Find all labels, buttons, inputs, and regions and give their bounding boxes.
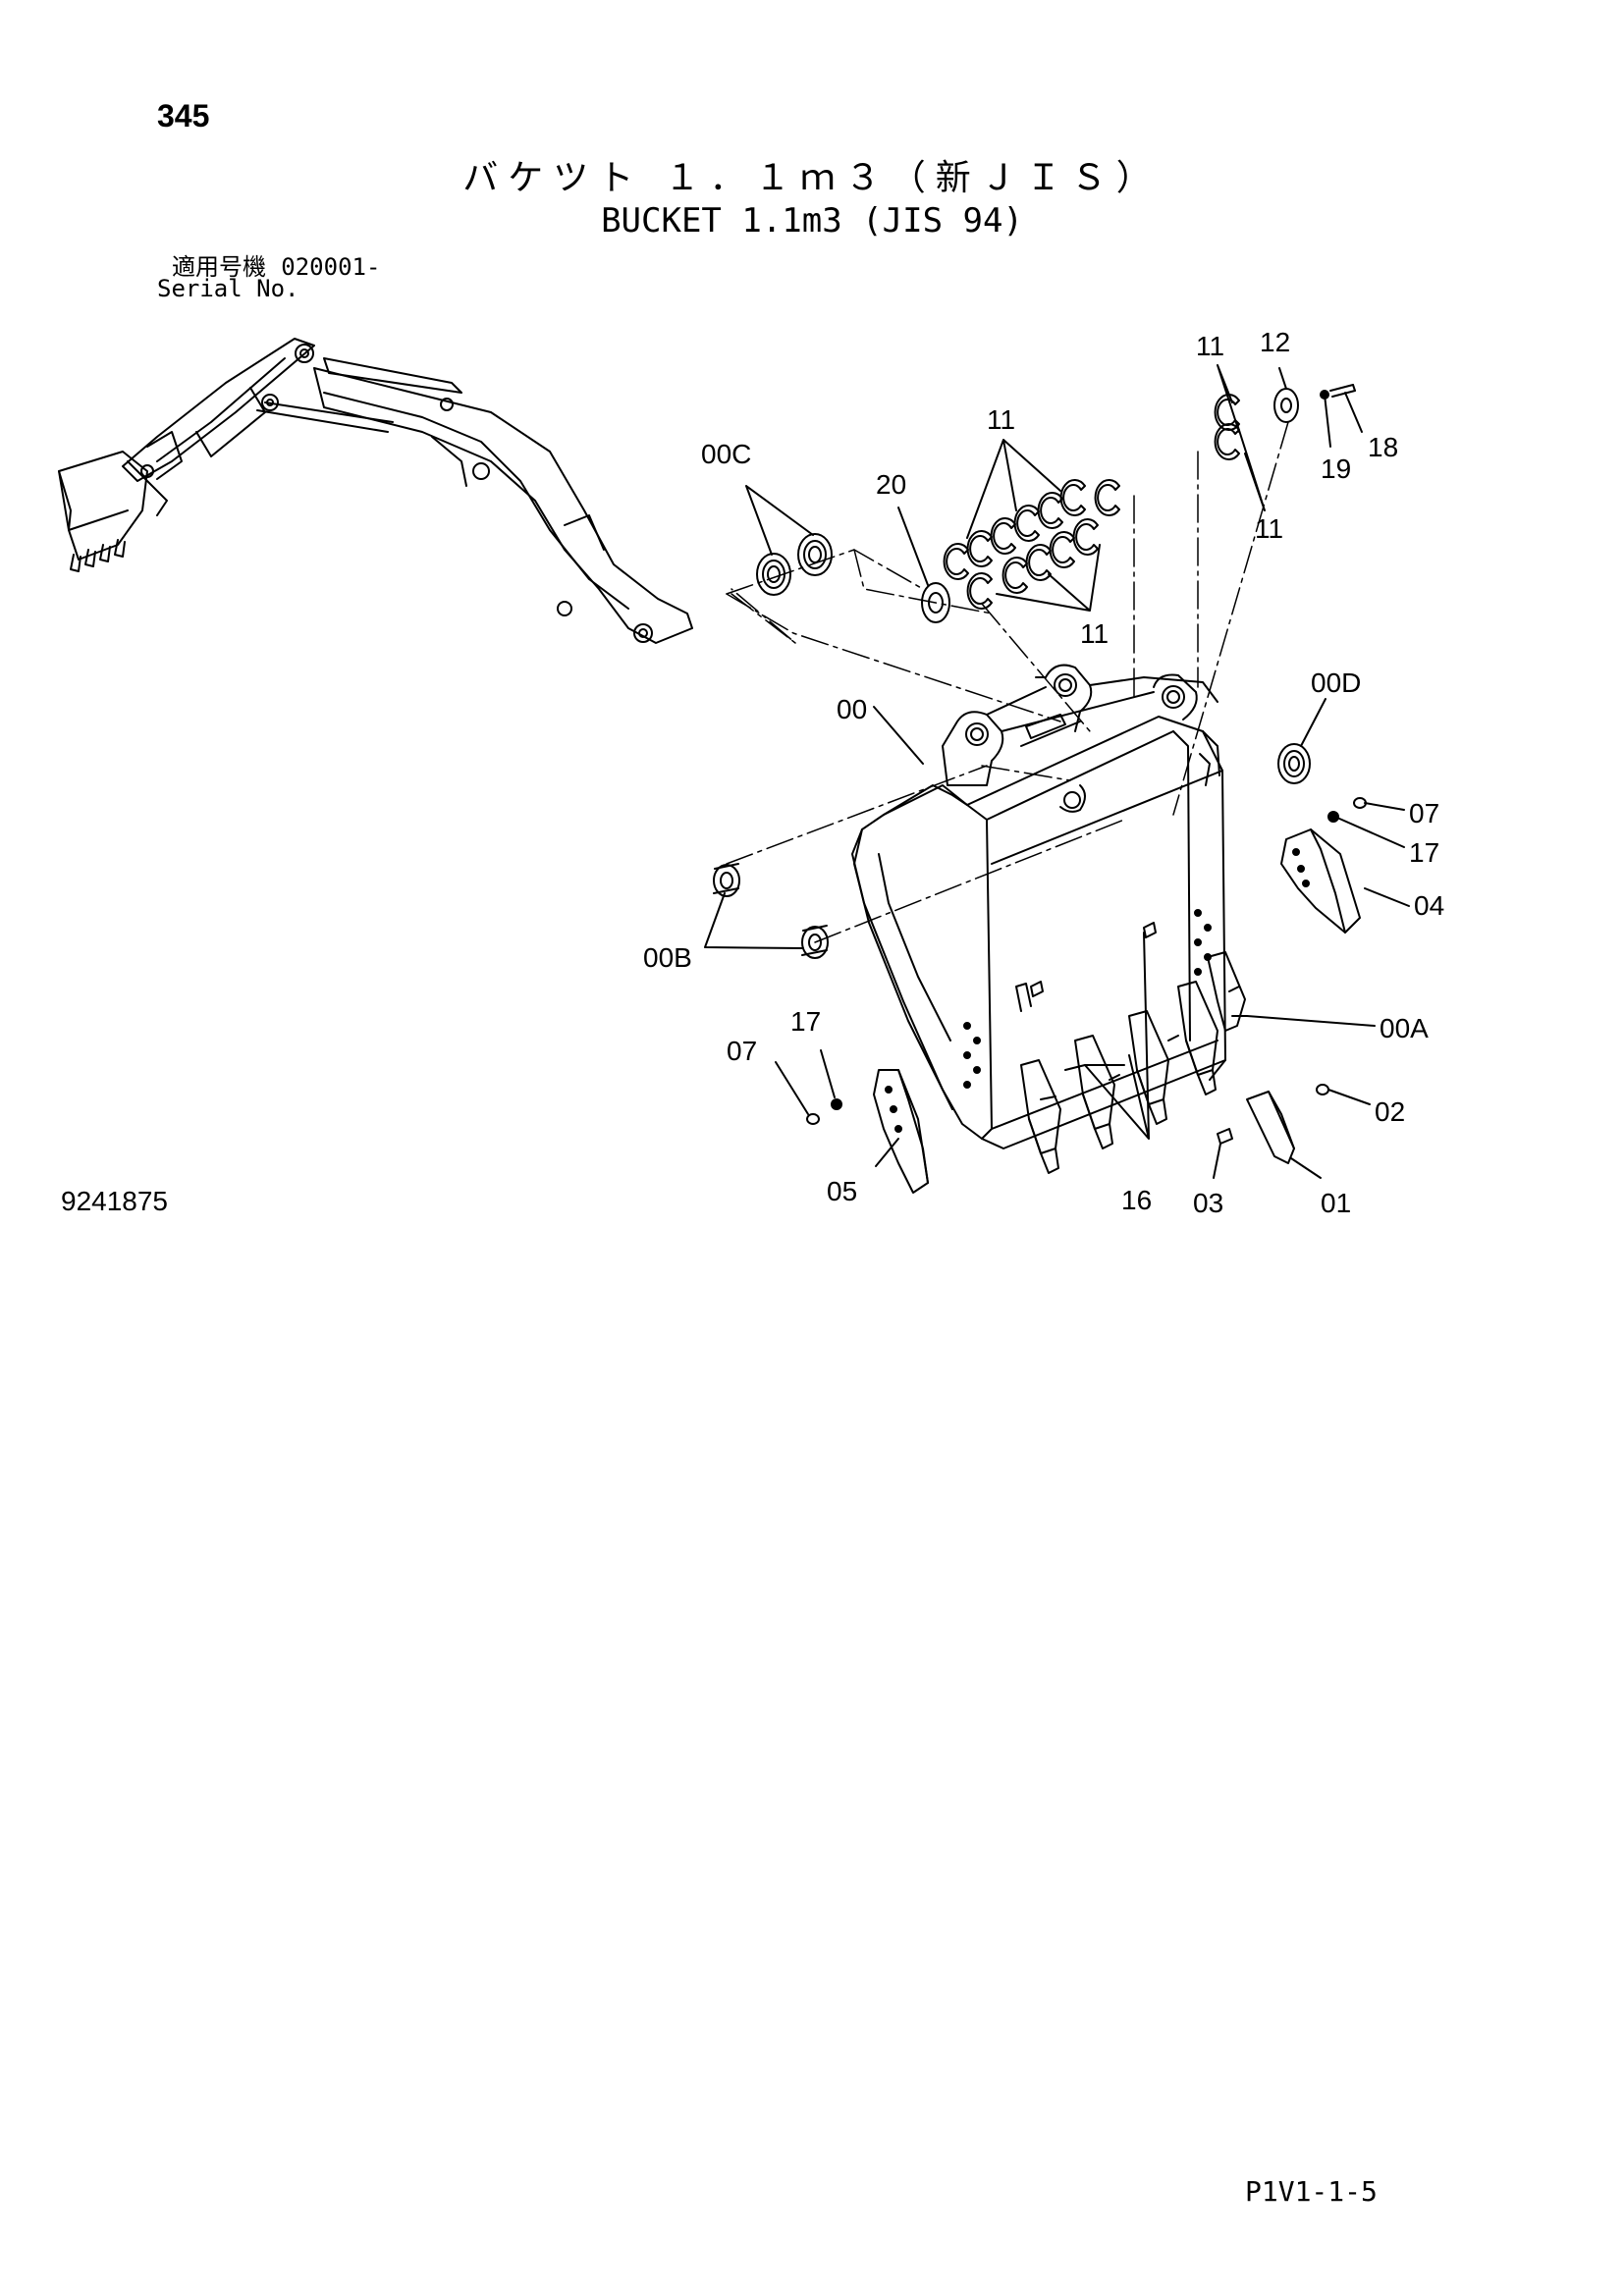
callout-18: 18 <box>1368 432 1398 462</box>
serial-label-english: Serial No. <box>157 275 299 302</box>
tooth-01-assembly <box>1213 1015 1376 1179</box>
drawing-number: 9241875 <box>61 1186 169 1216</box>
bucket-body <box>851 664 1246 1174</box>
callout-20: 20 <box>876 469 906 500</box>
callout-00d: 00D <box>1311 667 1361 698</box>
bushings-00b <box>704 863 829 959</box>
side-protector-05 <box>775 1049 929 1194</box>
page-number: 345 <box>157 98 210 133</box>
bushing-00d <box>1277 698 1326 784</box>
serial-label-jp-text: 適用号機 <box>172 253 266 281</box>
shim-washer-bolt-group <box>1214 364 1363 511</box>
callout-02: 02 <box>1375 1096 1405 1127</box>
callout-03: 03 <box>1193 1188 1223 1218</box>
callout-17-right: 17 <box>1409 837 1439 868</box>
bushing-seal-group <box>745 485 950 623</box>
callout-16: 16 <box>1121 1185 1152 1215</box>
callout-07-left: 07 <box>727 1036 757 1066</box>
callout-19: 19 <box>1321 454 1351 484</box>
callout-11-shims-bottom: 11 <box>1255 513 1283 544</box>
callout-leaders <box>873 706 1150 1140</box>
callout-11-middle-bottom: 11 <box>1080 618 1109 649</box>
page-code: P1V1-1-5 <box>1245 2175 1378 2208</box>
shim-stack-group <box>943 439 1120 612</box>
callout-11-shims-top: 11 <box>1196 331 1224 361</box>
callout-00: 00 <box>837 694 867 724</box>
serial-range: 020001- <box>281 253 381 281</box>
side-protector-04 <box>1280 797 1410 934</box>
callout-12: 12 <box>1260 327 1290 357</box>
title-english: BUCKET 1.1m3 (JIS 94) <box>601 201 1023 240</box>
serial-label-japanese: 適用号機 020001- <box>172 247 380 282</box>
title-japanese: バケツト １．１ｍ３（新ＪＩＳ） <box>462 158 1162 198</box>
callout-00a: 00A <box>1380 1013 1429 1043</box>
assembly-center-lines <box>726 421 1289 943</box>
callout-00c: 00C <box>701 439 751 469</box>
callout-11-middle-top: 11 <box>987 404 1015 435</box>
excavator-arm-thumbnail <box>58 338 693 644</box>
callout-17-left: 17 <box>790 1006 821 1037</box>
callout-00b: 00B <box>643 942 692 973</box>
callout-04: 04 <box>1414 890 1444 921</box>
callout-07-right: 07 <box>1409 798 1439 828</box>
callout-05: 05 <box>827 1176 857 1206</box>
callout-01: 01 <box>1321 1188 1351 1218</box>
